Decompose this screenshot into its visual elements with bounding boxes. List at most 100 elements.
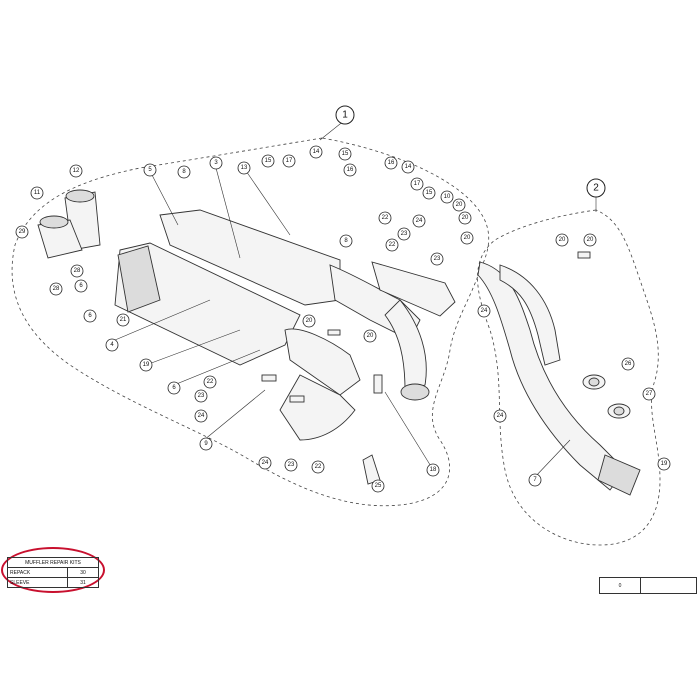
callout-circle xyxy=(139,358,153,372)
callout-circle xyxy=(143,163,157,177)
front-muffler xyxy=(114,242,361,441)
callout-label: 24 xyxy=(198,413,205,419)
callout-label: 23 xyxy=(401,231,408,237)
callout-c24a: 24 xyxy=(412,214,426,228)
callout-label: 23 xyxy=(434,256,441,262)
heat-shield xyxy=(371,261,456,317)
leader-lines xyxy=(114,119,597,479)
callout-label: 22 xyxy=(382,215,389,221)
callout-circle xyxy=(583,233,597,247)
callout-circle xyxy=(493,409,507,423)
callout-c24b: 24 xyxy=(194,409,208,423)
callout-label: 22 xyxy=(389,242,396,248)
kit-row: SLEEVE 31 xyxy=(7,577,99,588)
callout-c20a: 20 xyxy=(452,198,466,212)
callout-circle xyxy=(209,156,223,170)
callout-circle xyxy=(199,437,213,451)
callout-c4: 4 xyxy=(105,338,119,352)
callout-label: 24 xyxy=(262,460,269,466)
callout-label: 25 xyxy=(375,483,382,489)
callout-c28a: 28 xyxy=(49,282,63,296)
callout-c9: 9 xyxy=(199,437,213,451)
callout-c17a: 17 xyxy=(282,154,296,168)
callout-circle xyxy=(452,198,466,212)
callout-c2: 2 xyxy=(586,178,606,198)
callout-circle xyxy=(401,160,415,174)
callout-circle xyxy=(339,234,353,248)
callout-c19a: 19 xyxy=(139,358,153,372)
callout-label: 23 xyxy=(198,393,205,399)
gaskets xyxy=(582,374,631,419)
callout-c15c: 15 xyxy=(422,186,436,200)
callout-circle xyxy=(430,252,444,266)
callout-c20d: 20 xyxy=(363,329,377,343)
callout-label: 27 xyxy=(646,391,653,397)
callout-circle xyxy=(343,163,357,177)
callout-circle xyxy=(384,156,398,170)
callout-circle xyxy=(167,381,181,395)
callout-label: 16 xyxy=(388,160,395,166)
callout-circle xyxy=(194,409,208,423)
callout-circle xyxy=(49,282,63,296)
callout-c15a: 15 xyxy=(261,154,275,168)
callout-label: 8 xyxy=(344,238,348,244)
kit-highlight-ellipse xyxy=(1,547,105,593)
callout-c26: 26 xyxy=(621,357,635,371)
callout-circle xyxy=(309,145,323,159)
callout-label: 20 xyxy=(367,333,374,339)
callout-circle xyxy=(258,456,272,470)
hardware xyxy=(261,251,591,485)
callout-label: 28 xyxy=(53,286,60,292)
callout-label: 6 xyxy=(172,385,176,391)
callout-c22c: 22 xyxy=(203,375,217,389)
callout-label: 23 xyxy=(288,462,295,468)
callout-circle xyxy=(385,238,399,252)
callout-circle xyxy=(426,463,440,477)
callout-label: 18 xyxy=(430,467,437,473)
callout-label: 15 xyxy=(265,158,272,164)
group-1-outline xyxy=(11,137,490,507)
callout-c16a: 16 xyxy=(343,163,357,177)
callout-label: 19 xyxy=(143,362,150,368)
callout-circle xyxy=(363,329,377,343)
callout-c11: 11 xyxy=(30,186,44,200)
callout-label: 6 xyxy=(88,313,92,319)
callout-label: 17 xyxy=(286,158,293,164)
callout-circle xyxy=(282,154,296,168)
callout-label: 3 xyxy=(214,160,218,166)
callout-c3: 3 xyxy=(209,156,223,170)
callout-c20e: 20 xyxy=(555,233,569,247)
callout-c16b: 16 xyxy=(384,156,398,170)
kit-number: 30 xyxy=(67,567,99,578)
callout-label: 2 xyxy=(593,183,599,194)
callout-label: 15 xyxy=(426,190,433,196)
callout-c27: 27 xyxy=(642,387,656,401)
callout-label: 29 xyxy=(19,229,26,235)
callout-c21: 21 xyxy=(116,313,130,327)
callout-c14b: 14 xyxy=(401,160,415,174)
callout-c1: 1 xyxy=(335,105,355,125)
callout-label: 4 xyxy=(110,342,114,348)
callout-circle xyxy=(15,225,29,239)
muffler-repair-kits-table: MUFFLER REPAIR KITS REPACK 30 SLEEVE 31 xyxy=(7,557,99,588)
kit-row: REPACK 30 xyxy=(7,567,99,578)
callout-c13: 13 xyxy=(237,161,251,175)
callout-label: 20 xyxy=(306,318,313,324)
callout-c18: 18 xyxy=(426,463,440,477)
callout-circle xyxy=(261,154,275,168)
callout-c12: 12 xyxy=(69,164,83,178)
callout-label: 24 xyxy=(481,308,488,314)
callout-circle xyxy=(203,375,217,389)
callout-circle xyxy=(458,211,472,225)
callout-circle xyxy=(371,479,385,493)
callout-label: 20 xyxy=(587,237,594,243)
callout-c8b: 8 xyxy=(339,234,353,248)
callout-circle xyxy=(70,264,84,278)
callout-label: 19 xyxy=(661,461,668,467)
link-pipe xyxy=(477,261,641,496)
callout-label: 24 xyxy=(416,218,423,224)
callout-circle xyxy=(397,227,411,241)
callout-label: 22 xyxy=(315,464,322,470)
